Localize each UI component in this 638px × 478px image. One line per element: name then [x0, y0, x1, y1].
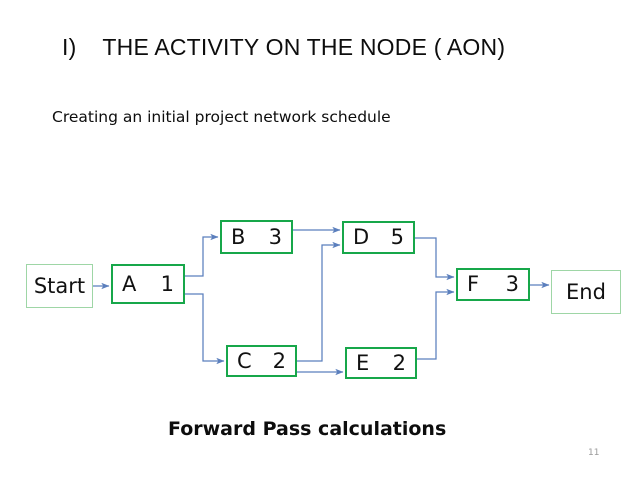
- node-a-label: A: [122, 271, 137, 296]
- page-title: I) THE ACTIVITY ON THE NODE ( AON): [62, 34, 506, 60]
- network-diagram: Start A 1 B 3 C 2 D 5 E 2 F 3 End: [0, 200, 638, 400]
- page-number: 11: [588, 448, 600, 458]
- node-b[interactable]: B 3: [220, 220, 293, 254]
- node-a[interactable]: A 1: [111, 264, 185, 304]
- node-f-duration: 3: [505, 272, 519, 296]
- connector-layer: [93, 226, 550, 376]
- node-c-label: C: [237, 348, 252, 373]
- node-b-duration: 3: [268, 224, 282, 249]
- node-d[interactable]: D 5: [342, 221, 415, 254]
- node-start[interactable]: Start: [26, 264, 93, 308]
- node-end[interactable]: End: [551, 270, 621, 314]
- node-c[interactable]: C 2: [226, 345, 297, 377]
- edge-d-f: [415, 237, 455, 281]
- node-start-label: Start: [33, 273, 86, 298]
- node-e-label: E: [356, 350, 370, 375]
- node-d-label: D: [353, 225, 370, 249]
- node-e[interactable]: E 2: [345, 347, 417, 379]
- edge-a-c: [185, 293, 225, 365]
- edge-a-b: [185, 233, 219, 277]
- node-end-label: End: [566, 279, 606, 304]
- slide-caption: Forward Pass calculations: [168, 418, 447, 440]
- node-a-duration: 1: [160, 271, 174, 296]
- node-d-duration: 5: [390, 225, 404, 249]
- node-b-label: B: [231, 224, 246, 249]
- node-f[interactable]: F 3: [456, 268, 530, 301]
- edge-e-f: [417, 288, 455, 360]
- slide-subtitle: Creating an initial project network sche…: [52, 108, 391, 126]
- node-c-duration: 2: [272, 348, 286, 373]
- node-e-duration: 2: [392, 350, 406, 375]
- edge-c-d: [297, 241, 341, 362]
- node-f-label: F: [467, 272, 480, 296]
